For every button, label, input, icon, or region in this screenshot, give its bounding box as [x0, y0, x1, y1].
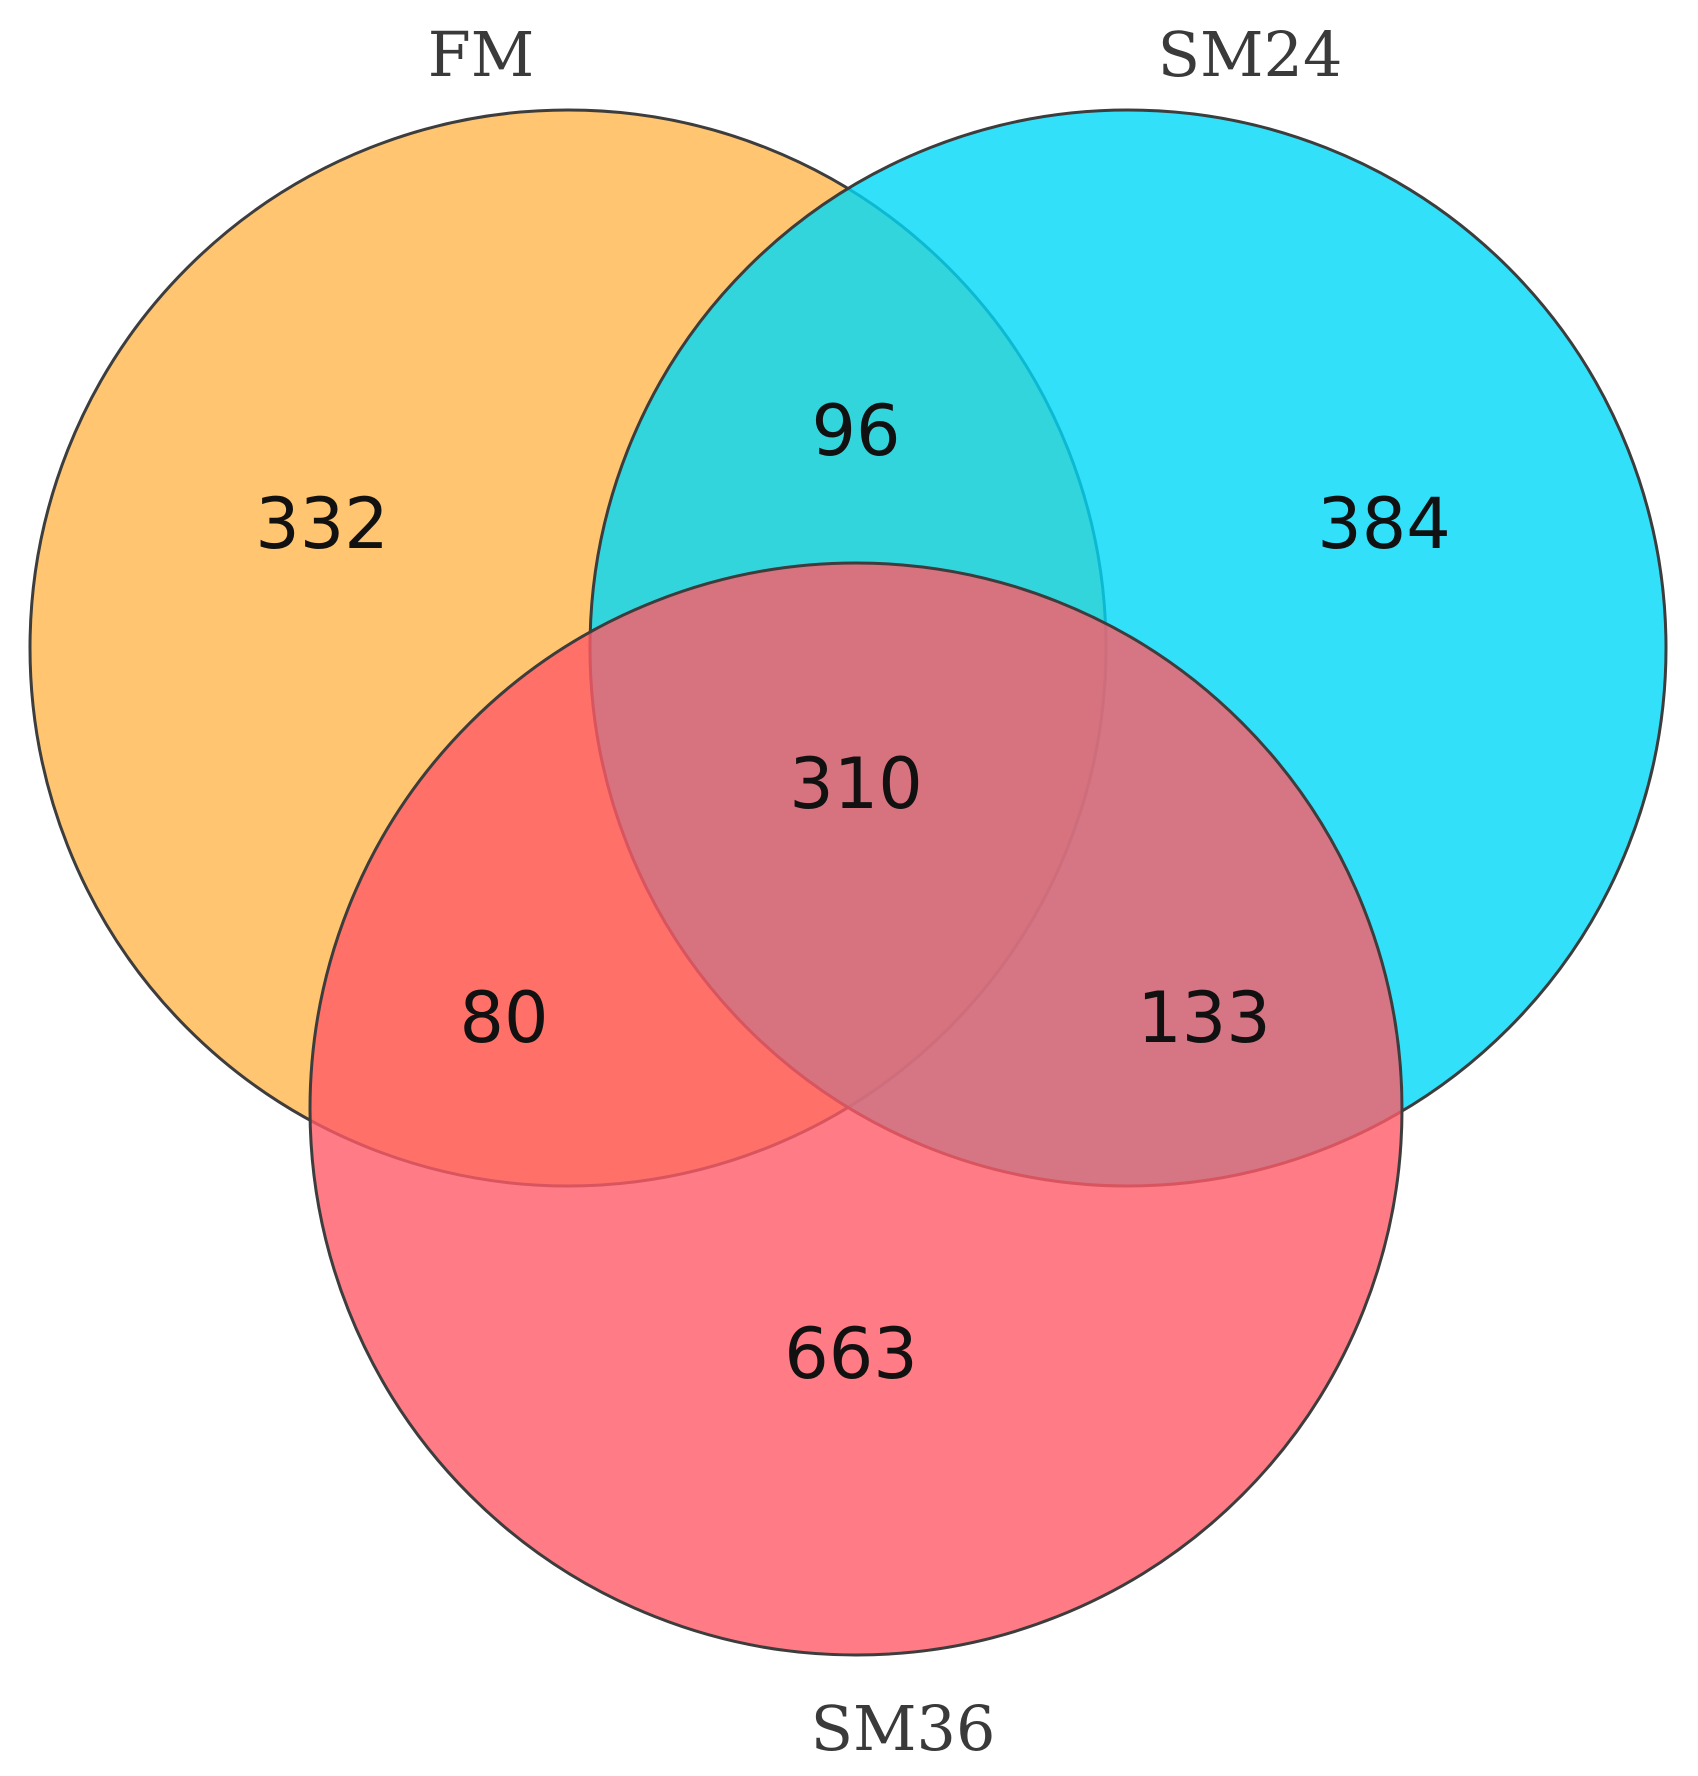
sm36-circle [308, 561, 1404, 1657]
count-sm24-sm36: 133 [1137, 977, 1271, 1059]
fm-label: FM [428, 18, 535, 91]
count-all: 310 [789, 743, 923, 825]
count-fm-sm36: 80 [459, 977, 548, 1059]
count-sm24-only: 384 [1317, 483, 1451, 565]
count-fm-only: 332 [255, 483, 389, 565]
sm36-label: SM36 [811, 1692, 996, 1765]
count-fm-sm24: 96 [811, 390, 900, 472]
sm24-label: SM24 [1158, 18, 1343, 91]
count-sm36-only: 663 [784, 1313, 918, 1395]
